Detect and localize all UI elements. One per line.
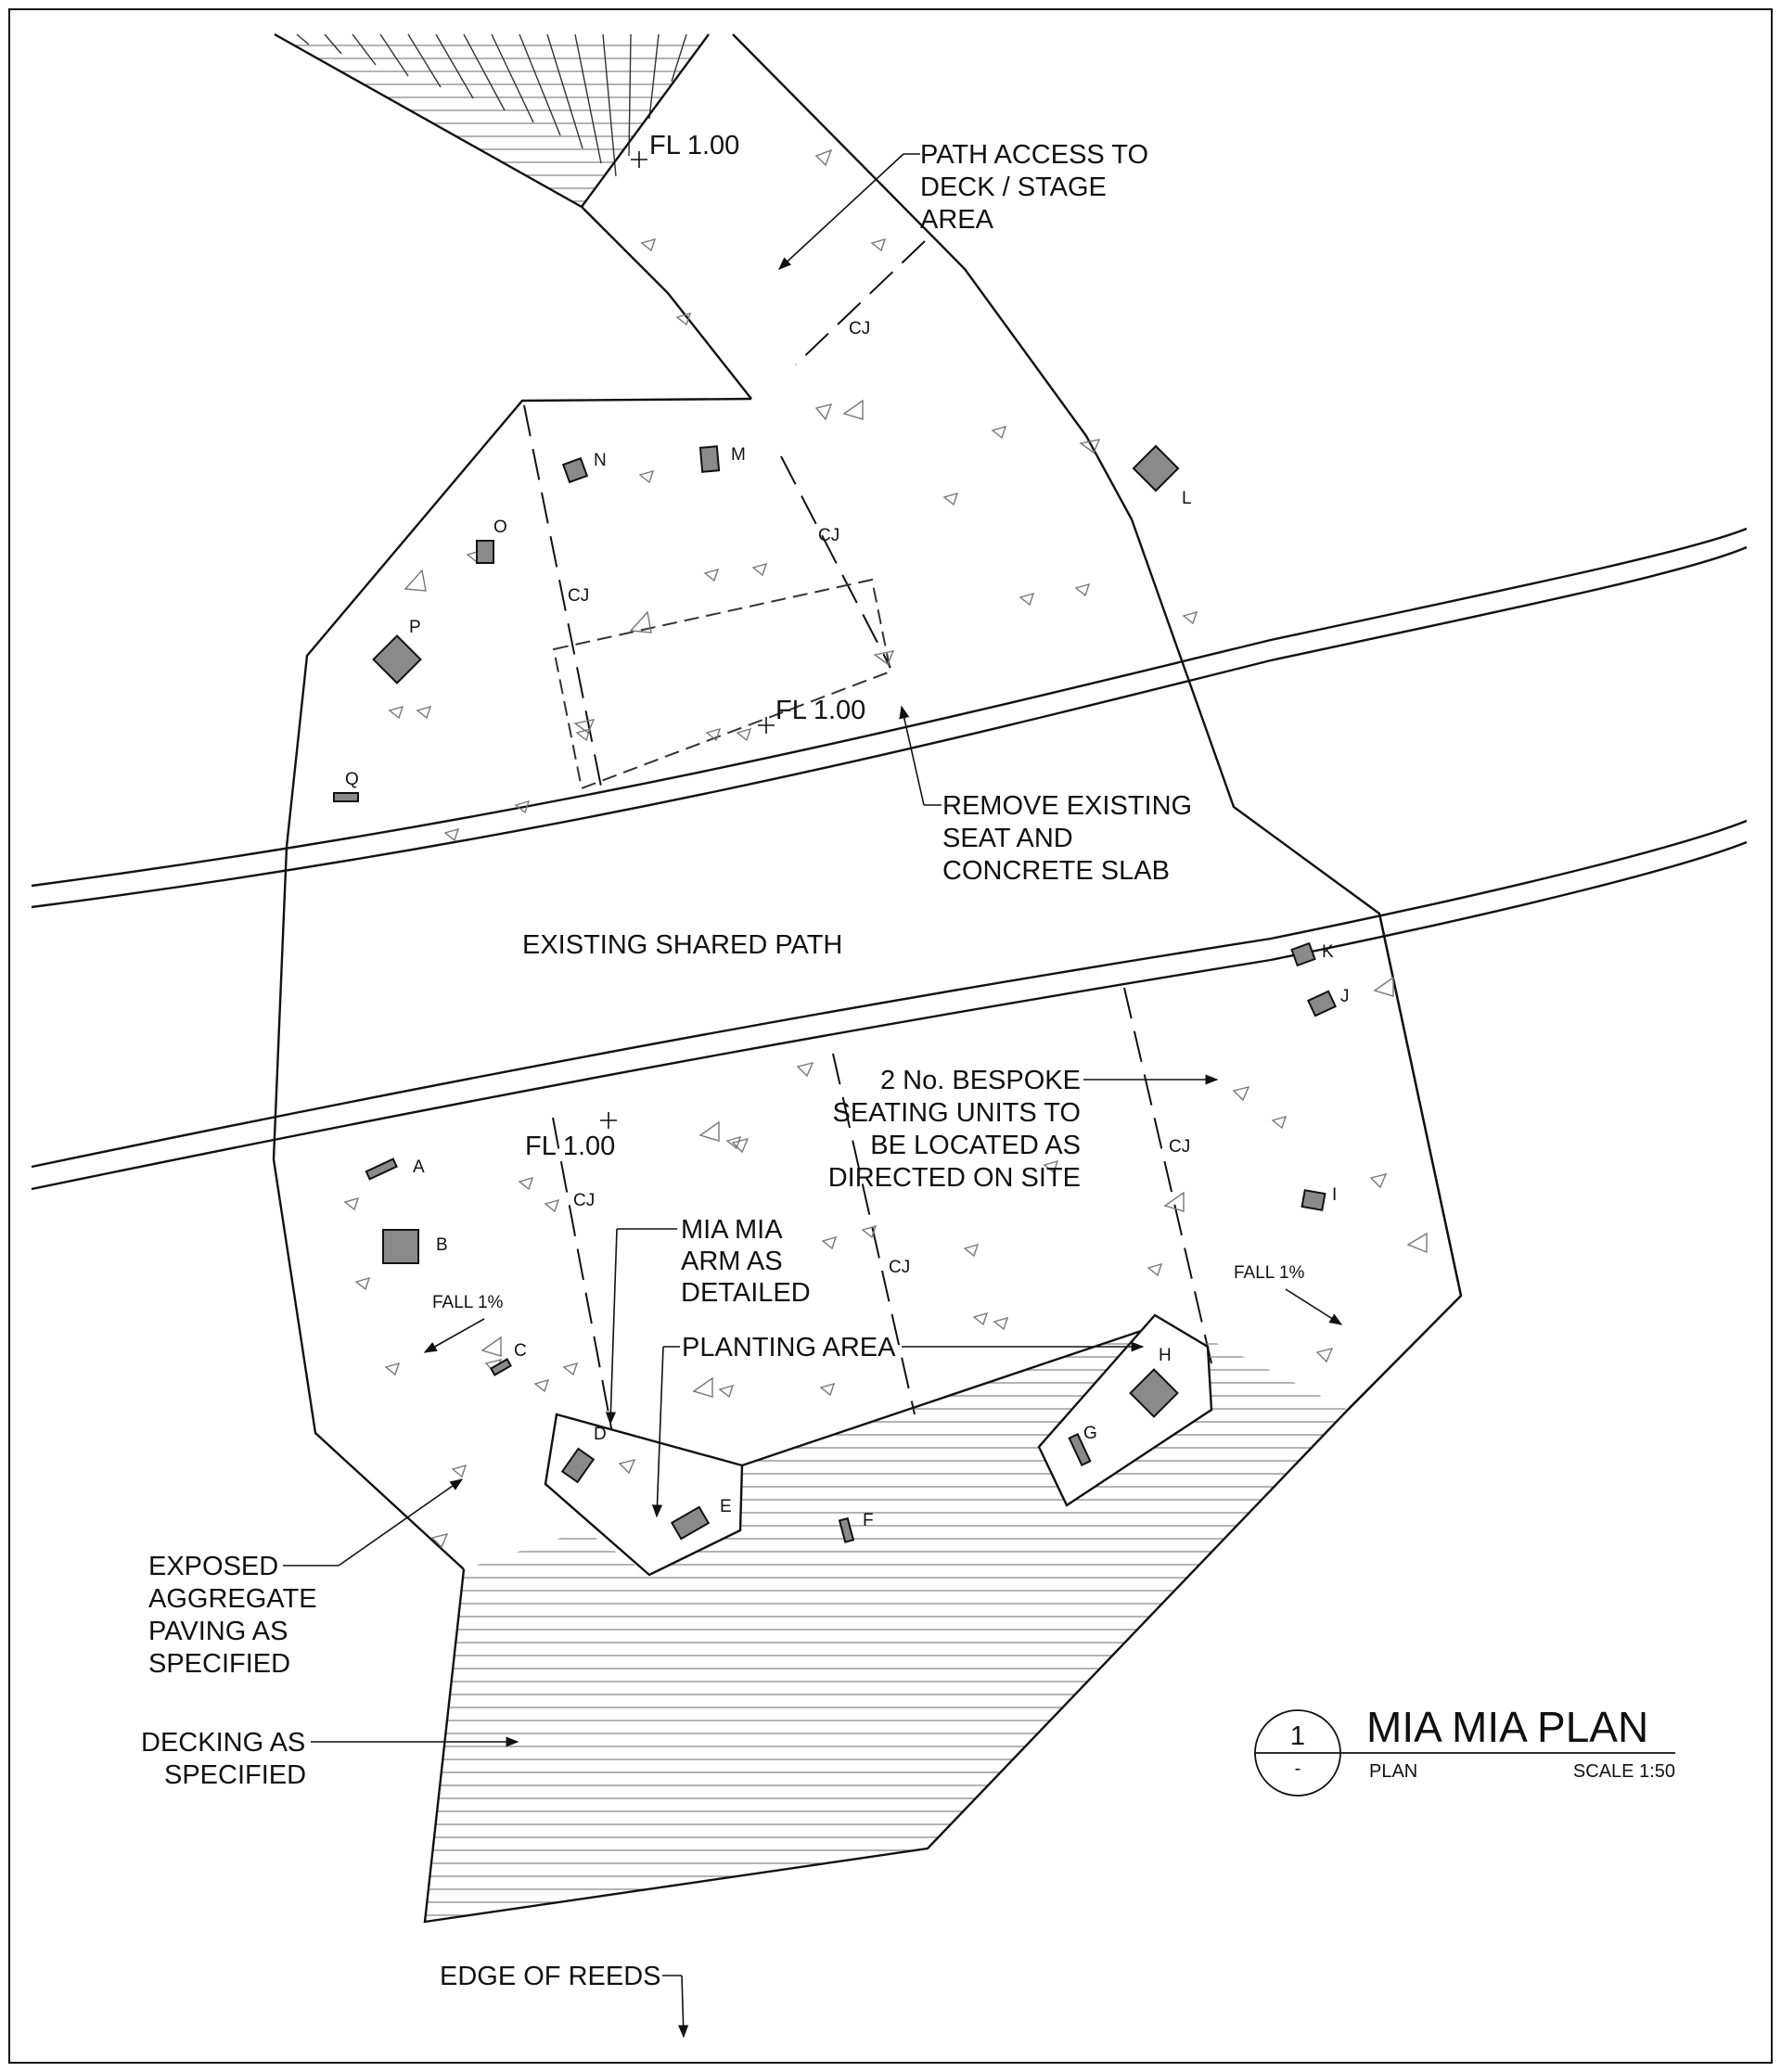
seat-label-l: L	[1182, 489, 1192, 508]
seat-label-c: C	[514, 1341, 527, 1361]
exposed-aggregate-callout: EXPOSED AGGREGATE PAVING AS SPECIFIED	[148, 1478, 464, 1679]
svg-text:CJ: CJ	[849, 319, 870, 339]
path-access-callout: PATH ACCESS TO DECK / STAGE AREA	[777, 140, 1148, 270]
existing-shared-path	[31, 527, 1748, 1191]
title-number: 1	[1290, 1721, 1305, 1751]
svg-text:EDGE OF REEDS: EDGE OF REEDS	[440, 1962, 661, 1991]
lower-paving-boundary	[272, 846, 1463, 1570]
fl-label-top: FL 1.00	[649, 131, 739, 160]
seat-label-g: G	[1083, 1424, 1097, 1443]
svg-text:SEAT AND: SEAT AND	[942, 824, 1073, 853]
seat-label-q: Q	[345, 770, 359, 789]
seat-label-p: P	[409, 618, 421, 637]
svg-text:PLANTING AREA: PLANTING AREA	[682, 1333, 896, 1362]
title-scale: SCALE 1:50	[1573, 1761, 1675, 1782]
seat-label-d: D	[594, 1425, 607, 1444]
seat-label-b: B	[436, 1235, 448, 1255]
sheet-border	[8, 8, 1773, 2064]
svg-text:PAVING AS: PAVING AS	[148, 1617, 288, 1646]
svg-text:AREA: AREA	[920, 205, 994, 235]
title-block: 1 - MIA MIA PLAN PLAN SCALE 1:50	[1254, 1703, 1675, 1797]
svg-text:SPECIFIED: SPECIFIED	[148, 1649, 290, 1679]
seat-labels: N M O L P Q K J I A B C D E F G H	[345, 445, 1350, 1530]
svg-text:CONCRETE SLAB: CONCRETE SLAB	[942, 856, 1170, 886]
seat-label-a: A	[413, 1158, 425, 1177]
svg-text:DECKING AS: DECKING AS	[141, 1728, 305, 1758]
spot-levels	[600, 151, 775, 1129]
svg-text:CJ: CJ	[573, 1191, 595, 1210]
svg-text:2 No. BESPOKE: 2 No. BESPOKE	[880, 1066, 1081, 1095]
seating-blocks	[333, 444, 1338, 1543]
svg-text:MIA MIA: MIA MIA	[681, 1215, 783, 1245]
svg-text:CJ: CJ	[1169, 1137, 1190, 1157]
svg-text:EXPOSED: EXPOSED	[148, 1552, 278, 1581]
mia-mia-arm-left	[544, 1413, 744, 1577]
bespoke-seating-callout: 2 No. BESPOKE SEATING UNITS TO BE LOCATE…	[828, 1066, 1219, 1193]
seat-label-i: I	[1332, 1185, 1337, 1205]
seat-label-o: O	[493, 518, 507, 537]
upper-access-path	[285, 33, 1463, 1411]
fall-indicators: FALL 1% FALL 1%	[423, 1263, 1343, 1353]
shared-path-label: EXISTING SHARED PATH	[522, 930, 842, 960]
seat-label-k: K	[1322, 942, 1334, 962]
svg-text:ARM AS: ARM AS	[681, 1247, 783, 1276]
svg-text:FALL 1%: FALL 1%	[432, 1293, 504, 1312]
fl-label-lower: FL 1.00	[525, 1132, 615, 1161]
svg-text:DETAILED: DETAILED	[681, 1278, 811, 1308]
svg-text:CJ: CJ	[568, 586, 589, 606]
svg-text:CJ: CJ	[818, 526, 839, 545]
remove-existing-slab-outline	[552, 578, 892, 790]
seat-label-e: E	[720, 1497, 732, 1516]
svg-text:DIRECTED ON SITE: DIRECTED ON SITE	[828, 1163, 1081, 1193]
svg-text:PATH ACCESS TO: PATH ACCESS TO	[920, 140, 1148, 170]
svg-text:CJ: CJ	[889, 1258, 910, 1277]
remove-existing-callout: REMOVE EXISTING SEAT AND CONCRETE SLAB	[899, 705, 1192, 886]
svg-text:DECK / STAGE: DECK / STAGE	[920, 173, 1107, 202]
seat-label-j: J	[1340, 987, 1350, 1006]
control-joints	[523, 404, 1212, 1434]
seat-label-m: M	[731, 445, 746, 465]
svg-text:SEATING UNITS TO: SEATING UNITS TO	[833, 1098, 1082, 1128]
decking-area	[423, 1324, 1349, 1924]
seat-label-h: H	[1159, 1346, 1172, 1365]
drawing-title: MIA MIA PLAN	[1366, 1703, 1648, 1751]
svg-text:BE LOCATED AS: BE LOCATED AS	[870, 1131, 1081, 1160]
decking-callout: DECKING AS SPECIFIED	[141, 1728, 519, 1790]
edge-of-reeds-callout: EDGE OF REEDS	[440, 1962, 689, 2039]
seat-label-n: N	[594, 451, 607, 470]
svg-text:FALL 1%: FALL 1%	[1234, 1263, 1305, 1283]
svg-text:SPECIFIED: SPECIFIED	[164, 1760, 306, 1790]
title-view: PLAN	[1369, 1761, 1417, 1782]
planting-area-callout: PLANTING AREA	[651, 1333, 1145, 1518]
cj-labels: CJ CJ CJ CJ CJ CJ	[568, 319, 1190, 1277]
existing-embankment-hatch	[274, 32, 710, 209]
svg-text:AGGREGATE: AGGREGATE	[148, 1584, 317, 1614]
seat-label-f: F	[863, 1511, 874, 1530]
mia-mia-arm-callout: MIA MIA ARM AS DETAILED	[605, 1215, 811, 1426]
title-sheet: -	[1295, 1759, 1301, 1779]
svg-text:REMOVE EXISTING: REMOVE EXISTING	[942, 791, 1192, 821]
fl-label-middle: FL 1.00	[775, 696, 865, 725]
